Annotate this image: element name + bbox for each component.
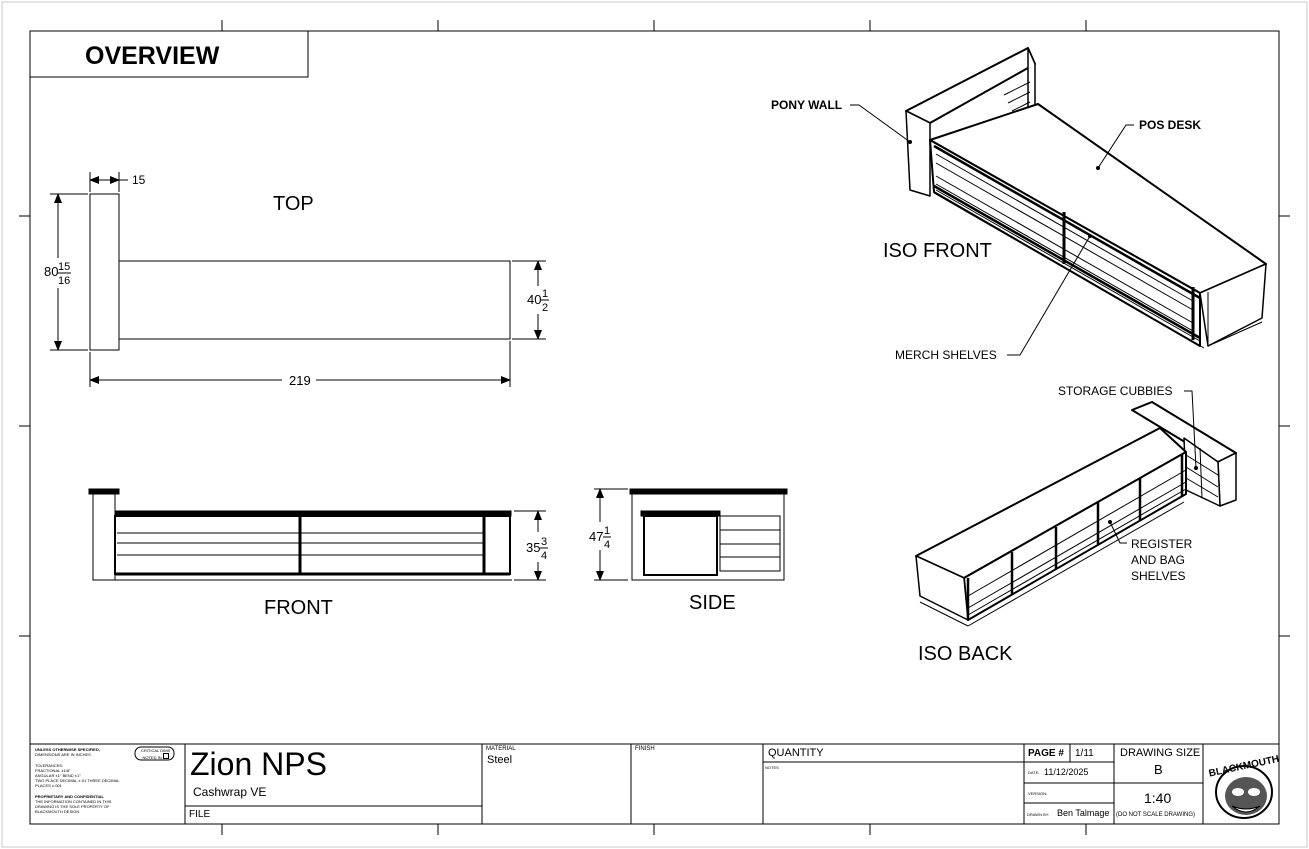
callout-register-line3: SHELVES <box>1131 569 1185 583</box>
tb-quantity-label: QUANTITY <box>768 747 824 759</box>
tb-notes-label: NOTES <box>765 765 779 770</box>
tb-scale-note: (DO NOT SCALE DRAWING) <box>1116 812 1196 818</box>
iso-back-view <box>915 390 1237 627</box>
iso-back-label: ISO BACK <box>918 643 1013 665</box>
tb-finish-label: FINISH <box>635 746 655 752</box>
svg-text:4: 4 <box>541 550 547 562</box>
tb-version-label: VERSION: <box>1028 791 1048 796</box>
callout-register-line1: REGISTER <box>1131 537 1193 551</box>
critical-box-icon <box>162 753 169 759</box>
front-view <box>88 488 546 581</box>
tb-scale-value: 1:40 <box>1144 790 1172 806</box>
svg-text:4: 4 <box>604 539 610 551</box>
side-view-label: SIDE <box>689 592 736 614</box>
top-view <box>50 172 546 387</box>
callout-register-line2: AND BAG <box>1131 553 1185 567</box>
tb-file-label: FILE <box>189 809 211 820</box>
tb-subtitle: Cashwrap VE <box>193 785 267 799</box>
dim-top-depth: 80 15 16 <box>44 261 71 287</box>
dim-side-height: 47 1 4 <box>589 525 611 551</box>
callout-merch-shelves: MERCH SHELVES <box>895 348 997 362</box>
dim-overall-length: 219 <box>289 373 311 388</box>
tb-material-value: Steel <box>487 754 513 766</box>
dim-desk-depth: 40 1 2 <box>527 288 549 314</box>
top-view-label: TOP <box>273 193 314 215</box>
tb-date-label: DATE: <box>1028 770 1040 775</box>
iso-front-label: ISO FRONT <box>883 240 992 262</box>
sheet-title: OVERVIEW <box>85 42 220 70</box>
svg-text:47: 47 <box>589 529 603 544</box>
tb-page-label: PAGE # <box>1028 748 1064 759</box>
svg-text:15: 15 <box>58 261 70 273</box>
blackmouth-logo: BLACKMOUTH <box>1208 754 1280 819</box>
title-block-frame <box>29 743 1280 825</box>
tb-drawing-size-value: B <box>1154 762 1163 777</box>
tb-material-label: MATERIAL <box>486 746 516 752</box>
tb-critical-dims: CRITICAL DIMS NOTED IN <box>141 748 171 760</box>
svg-text:80: 80 <box>44 264 58 279</box>
tb-tolerances: TOLERANCES: FRACTIONAL ±1/8" ANGULAR ±1°… <box>35 763 120 788</box>
svg-text:16: 16 <box>58 275 70 287</box>
svg-text:40: 40 <box>527 292 541 307</box>
callout-pony-wall: PONY WALL <box>771 98 842 112</box>
svg-text:35: 35 <box>526 540 540 555</box>
iso-front-view <box>850 47 1267 356</box>
sheet-title-box: OVERVIEW <box>29 30 309 78</box>
side-view <box>594 488 788 581</box>
svg-text:3: 3 <box>541 536 547 548</box>
top-view-desk <box>118 260 511 340</box>
tb-unless: UNLESS OTHERWISE SPECIFIED, DIMENSIONS A… <box>35 747 100 757</box>
dim-top-width: 15 <box>132 173 146 187</box>
tb-proprietary: PROPRIETARY AND CONFIDENTIAL THE INFORMA… <box>35 794 112 814</box>
callout-pos-desk: POS DESK <box>1139 118 1201 132</box>
tb-drawn-by-label: DRAWN BY: <box>1027 812 1050 817</box>
front-view-label: FRONT <box>264 597 333 619</box>
svg-text:1: 1 <box>542 288 548 300</box>
tb-drawn-by-value: Ben Talmage <box>1057 808 1110 818</box>
tb-date-value: 11/12/2025 <box>1044 767 1089 777</box>
tb-page-value: 1/11 <box>1075 748 1094 759</box>
callout-storage-cubbies: STORAGE CUBBIES <box>1058 384 1172 398</box>
dim-front-height: 35 3 4 <box>526 536 548 562</box>
svg-text:2: 2 <box>542 302 548 314</box>
svg-text:1: 1 <box>604 525 610 537</box>
tb-drawing-size-label: DRAWING SIZE <box>1120 747 1201 759</box>
tb-project-name: Zion NPS <box>190 746 327 782</box>
top-view-pony-wall <box>89 193 120 351</box>
